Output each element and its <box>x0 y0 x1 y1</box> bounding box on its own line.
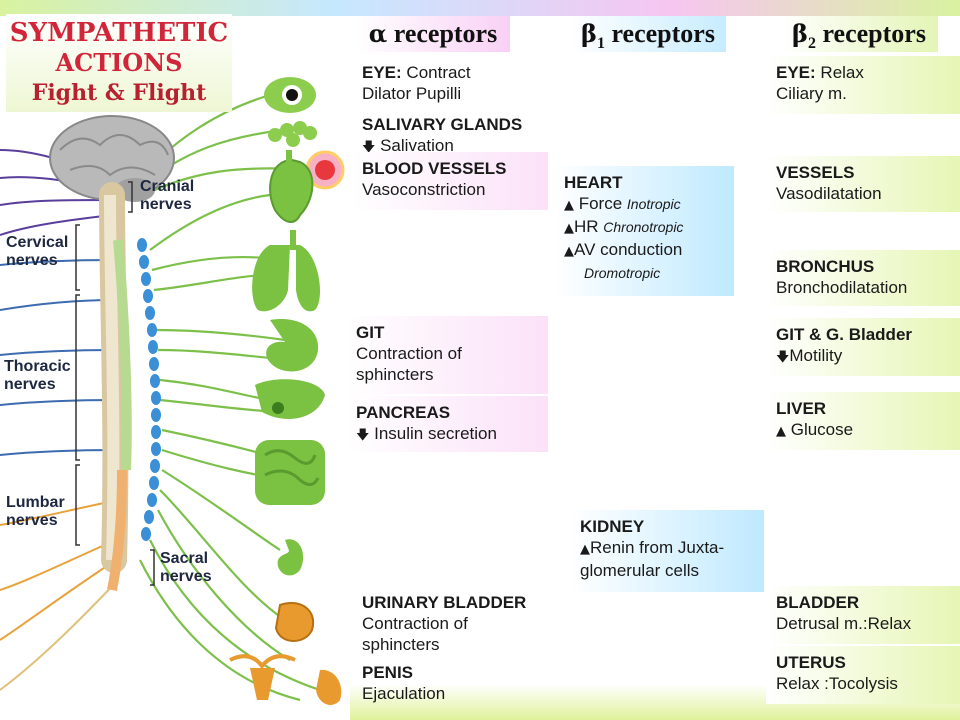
salivary-gland-icon <box>268 121 317 147</box>
beta2-bronchus-box: BRONCHUS Bronchodilatation <box>766 250 960 306</box>
arrow-up-icon: ▲ <box>580 542 590 557</box>
beta2-bladder-box: BLADDER Detrusal m.:Relax <box>766 586 960 644</box>
stomach-icon <box>266 319 319 372</box>
alpha-receptors-header: α receptors <box>356 16 510 52</box>
arrow-up-icon: ▲ <box>564 221 574 236</box>
nerve-group-brackets <box>75 181 155 586</box>
penis-icon <box>316 669 342 705</box>
beta-symbol: β <box>792 19 808 48</box>
top-stripe <box>0 0 960 16</box>
beta2-vessels-box: VESSELS Vasodilatation <box>766 156 960 212</box>
urinary-bladder-icon <box>274 602 315 642</box>
arrow-up-icon: ▲ <box>564 244 574 259</box>
spinal-column <box>99 182 132 591</box>
beta2-git-box: GIT & G. Bladder 🡇Motility <box>766 318 960 376</box>
beta2-liver-box: LIVER ▲ Glucose <box>766 392 960 450</box>
alpha-salivary-box: SALIVARY GLANDS 🡇 Salivation <box>362 115 523 155</box>
beta1-receptors-header: β1 receptors <box>570 16 726 52</box>
title-line-2: ACTIONS <box>55 48 183 77</box>
arrow-down-icon: 🡇 <box>362 140 376 155</box>
alpha-git-box: GIT Contraction of sphincters <box>346 316 548 394</box>
spinal-cord-illustration <box>0 77 345 705</box>
alpha-eye-box: EYE: Contract Dilator Pupilli <box>362 63 471 103</box>
lungs-icon <box>252 230 320 312</box>
beta1-kidney-box: KIDNEY ▲Renin from Juxta- glomerular cel… <box>570 510 764 592</box>
alpha-urinary-bladder-box: URINARY BLADDER Contraction of sphincter… <box>362 593 527 654</box>
heart-icon <box>269 150 314 223</box>
diagram-title: SYMPATHETIC ACTIONS Fight & Flight <box>6 14 232 112</box>
liver-icon <box>255 379 325 419</box>
alpha-blood-vessels-box: BLOOD VESSELS Vasoconstriction <box>352 152 548 210</box>
lumbar-nerves-label: Lumbar nerves <box>6 494 65 529</box>
sacral-nerves-label: Sacral nerves <box>160 550 212 585</box>
beta2-uterus-box: UTERUS Relax :Tocolysis <box>766 646 960 704</box>
beta-symbol: β <box>581 19 597 48</box>
arrow-down-icon: 🡇 <box>776 350 790 365</box>
cervical-nerves-label: Cervical nerves <box>6 234 69 269</box>
alpha-penis-box: PENIS Ejaculation <box>362 663 446 703</box>
alpha-pancreas-box: PANCREAS 🡇 Insulin secretion <box>346 396 548 452</box>
arrow-up-icon: ▲ <box>776 424 786 439</box>
beta2-eye-box: EYE: Relax Ciliary m. <box>766 56 960 114</box>
thoracic-nerves-label: Thoracic nerves <box>4 358 71 393</box>
uterus-icon <box>229 654 296 700</box>
title-subtitle: Fight & Flight <box>31 80 207 106</box>
beta2-receptors-header: β2 receptors <box>780 16 938 52</box>
arrow-down-icon: 🡇 <box>356 428 370 443</box>
eye-icon <box>264 77 316 113</box>
title-line-1: SYMPATHETIC <box>9 18 229 48</box>
intestine-icon <box>255 440 325 505</box>
sympathetic-ganglion-chain <box>137 238 161 541</box>
kidney-icon <box>277 539 304 576</box>
beta1-heart-box: HEART ▲ Force Inotropic ▲HR Chronotropic… <box>554 166 734 296</box>
alpha-symbol: α <box>368 19 388 48</box>
cranial-nerves-label: Cranial nerves <box>140 178 195 213</box>
arrow-up-icon: ▲ <box>564 198 574 213</box>
